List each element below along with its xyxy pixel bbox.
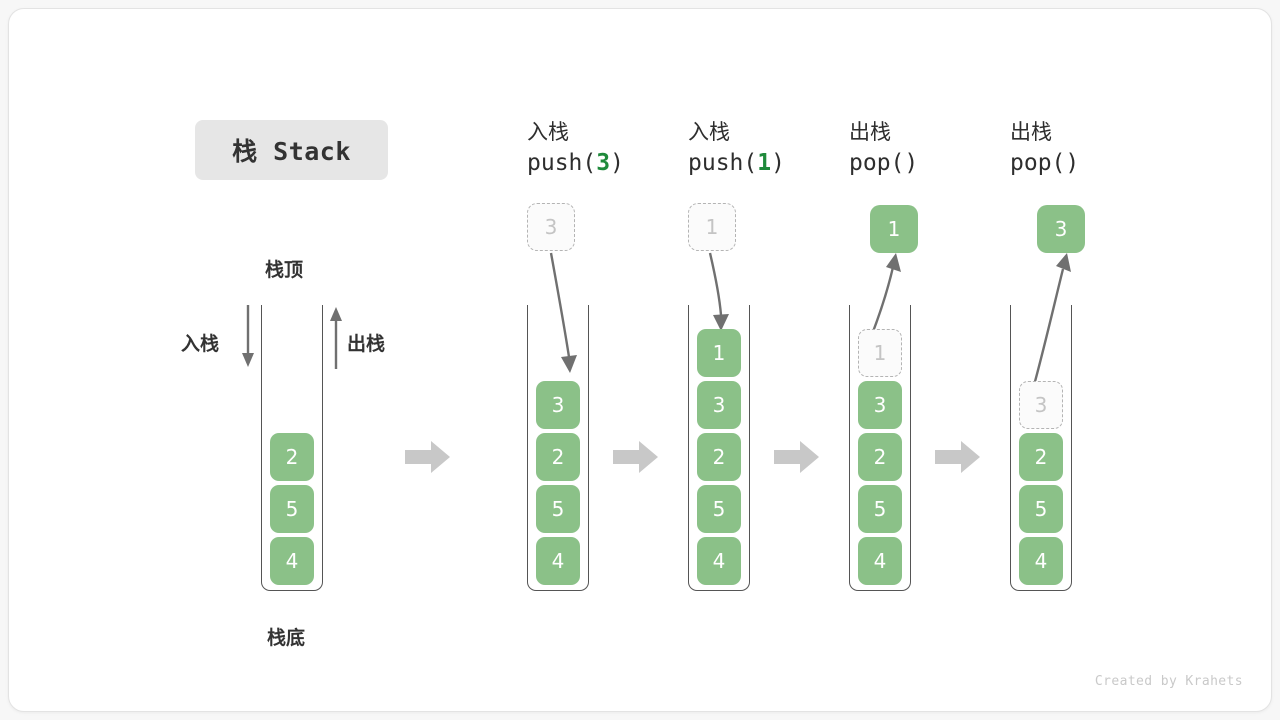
diagram-title-badge: 栈 Stack [195, 120, 388, 180]
stack-cell: 5 [697, 485, 741, 533]
stack-cell: 4 [858, 537, 902, 585]
stack-bottom-label: 栈底 [267, 627, 306, 649]
floating-value-1: 1 [688, 203, 736, 251]
stack-cell: 4 [1019, 537, 1063, 585]
step-call-label-2: pop() [849, 150, 919, 177]
floating-value-3: 3 [1037, 205, 1085, 253]
push-direction-arrow-icon [242, 305, 254, 367]
stack-container [849, 305, 911, 591]
stack-cell: 5 [1019, 485, 1063, 533]
stack-cell: 1 [858, 329, 902, 377]
step-header-2: 出栈 pop() [849, 117, 1009, 181]
floating-value-2: 1 [870, 205, 918, 253]
stack-container [527, 305, 589, 591]
stack-cell: 2 [536, 433, 580, 481]
stack-cell: 3 [536, 381, 580, 429]
step-op-label-2: 出栈 [849, 120, 891, 144]
stack-cell: 4 [270, 537, 314, 585]
stack-cell: 3 [858, 381, 902, 429]
stack-cell: 3 [697, 381, 741, 429]
stack-cell: 5 [536, 485, 580, 533]
step-call-label-3: pop() [1010, 150, 1080, 177]
stack-cell: 4 [697, 537, 741, 585]
step-op-label-3: 出栈 [1010, 120, 1052, 144]
stack-cell: 4 [536, 537, 580, 585]
push-direction-label: 入栈 [181, 333, 220, 355]
step-op-label-1: 入栈 [688, 120, 730, 144]
pop-direction-arrow-icon [330, 307, 342, 369]
stack-cell: 1 [697, 329, 741, 377]
flow-arrow-icon-1 [613, 441, 658, 473]
flow-arrow-icon-3 [935, 441, 980, 473]
stack-container [688, 305, 750, 591]
step-header-1: 入栈 push(1) [688, 117, 848, 181]
stack-cell: 3 [1019, 381, 1063, 429]
step-header-3: 出栈 pop() [1010, 117, 1170, 181]
stack-cell: 2 [858, 433, 902, 481]
step-call-label-0: push(3) [527, 150, 624, 177]
stack-cell: 2 [697, 433, 741, 481]
stack-cell: 5 [858, 485, 902, 533]
step-op-label-0: 入栈 [527, 120, 569, 144]
push-motion-arrow-0 [549, 252, 577, 373]
stack-container [1010, 305, 1072, 591]
pop-motion-arrow-3 [1031, 253, 1071, 390]
stack-top-label: 栈顶 [265, 259, 304, 281]
page-title: 栈 Stack [232, 137, 351, 166]
pop-direction-label: 出栈 [347, 333, 386, 355]
push-motion-arrow-1 [708, 252, 729, 331]
flow-arrow-icon-0 [405, 441, 450, 473]
stack-cell: 2 [270, 433, 314, 481]
step-call-label-1: push(1) [688, 150, 785, 177]
stack-cell: 5 [270, 485, 314, 533]
floating-value-0: 3 [527, 203, 575, 251]
stack-container [261, 305, 323, 591]
stack-cell: 2 [1019, 433, 1063, 481]
credit-text: Created by Krahets [1094, 674, 1243, 689]
step-header-0: 入栈 push(3) [527, 117, 687, 181]
flow-arrow-icon-2 [774, 441, 819, 473]
